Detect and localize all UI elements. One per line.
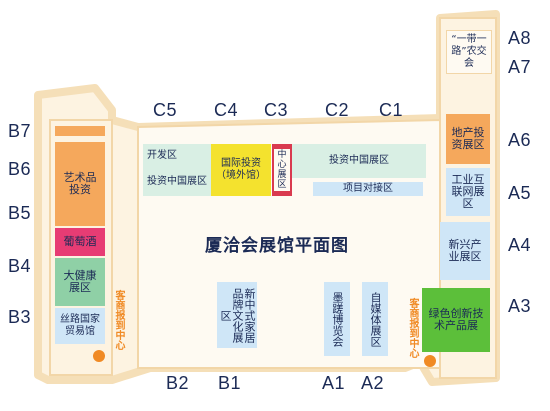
hall-b7-label: B7 [8,121,32,141]
hall-a1-label: A1 [322,373,346,393]
zone-dichan-label: 地产投资展区 [451,126,485,151]
hall-a3-label: A3 [508,296,532,316]
hall-a5-label: A5 [508,183,532,203]
hall-a4-label: A4 [508,235,532,255]
zone-guoji-label: 国际投资（境外馆） [216,158,266,181]
hall-c3-label: C3 [264,100,289,120]
zone-xinzhongshi: 新中式家居品牌文化展区 [217,282,257,348]
hall-b4-label: B4 [8,256,32,276]
registration-right-dot[interactable] [424,355,436,367]
hall-b1-label: B1 [218,373,242,393]
zone-gongye-label: 工业互联网展区 [451,173,485,210]
zone-xinxing: 新兴产业展区 [440,222,490,280]
zone-silu: 丝路国家贸易馆 [55,308,105,344]
map-title: 厦洽会展馆平面图 [205,236,349,256]
zone-touzi-left-label: 投资中国展区 [147,176,207,187]
zone-touzi-right: 投资中国展区 [292,144,426,178]
zone-dajiankang-label: 大健康展区 [63,269,97,294]
hall-c4-label: C4 [214,100,239,120]
zone-touzi-right-label: 投资中国展区 [329,155,389,166]
hall-b3-label: B3 [8,307,32,327]
zone-silu-label: 丝路国家贸易馆 [60,314,100,337]
zone-zimeiti: 自媒体展区 [362,282,388,356]
zone-yishupin-label: 艺术品投资 [63,171,97,196]
zone-xiangmu: 项目对接区 [313,182,423,196]
zone-putaojiu: 葡萄酒 [55,228,105,256]
zone-xinxing-label: 新兴产业展区 [448,238,482,263]
zone-lvse-label: 绿色创新技术产品展 [428,307,484,332]
hall-b2-label: B2 [166,373,190,393]
hall-b5-label: B5 [8,203,32,223]
hall-c1-label: C1 [379,100,404,120]
zone-touzi-left: 投资中国展区 [143,168,211,196]
registration-right: 客商报到中心 [407,298,418,358]
registration-left-dot[interactable] [93,350,105,362]
hall-b6-label: B6 [8,159,32,179]
zone-molv-label: 墨蹉博览会 [331,291,344,347]
registration-left: 客商报到中心 [113,290,124,350]
zone-kaifa: 开发区 [143,144,211,168]
zone-putaojiu-label: 葡萄酒 [63,235,97,248]
zone-kaifa-label: 开发区 [147,150,177,161]
zone-dajiankang: 大健康展区 [55,258,105,306]
zone-yidaiyilu: “一带一路”农交会 [446,30,492,74]
hall-c2-label: C2 [325,100,350,120]
zone-b7-bar [55,126,105,136]
hall-c5-label: C5 [153,100,178,120]
zone-xiangmu-label: 项目对接区 [343,183,393,194]
zone-zimeiti-label: 自媒体展区 [369,291,382,347]
zone-lvse: 绿色创新技术产品展 [422,288,490,352]
zone-zhongxin: 中心展区 [272,144,292,196]
hall-a2-label: A2 [361,373,385,393]
zone-zhongxin-label: 中心展区 [274,149,290,191]
hall-a7-label: A7 [508,57,532,77]
hall-a6-label: A6 [508,130,532,150]
zone-molv: 墨蹉博览会 [324,282,350,356]
zone-gongye: 工业互联网展区 [446,168,490,216]
zone-guoji: 国际投资（境外馆） [211,144,271,196]
zone-yishupin: 艺术品投资 [55,142,105,226]
zone-yidaiyilu-label: “一带一路”农交会 [451,34,487,69]
zone-dichan: 地产投资展区 [446,114,490,164]
hall-a8-label: A8 [508,28,532,48]
zone-xinzhongshi-label: 新中式家居品牌文化展区 [219,287,256,343]
